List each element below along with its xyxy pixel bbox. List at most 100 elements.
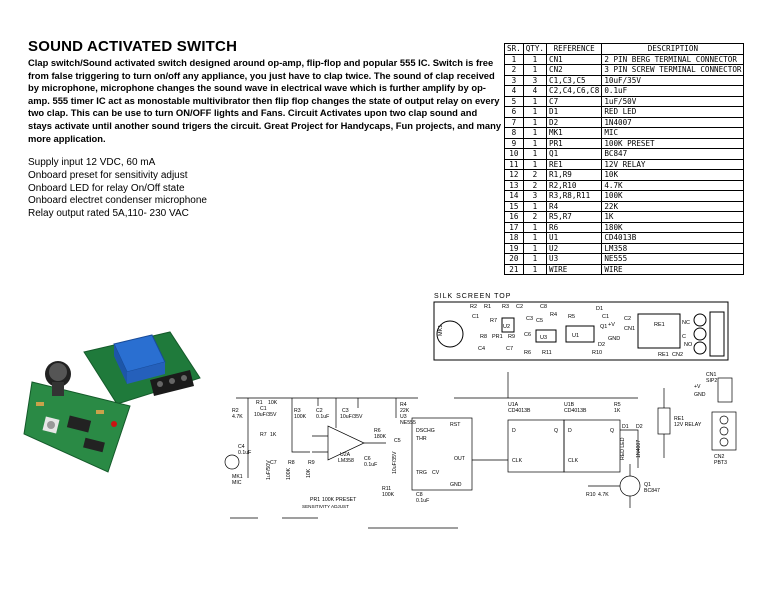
r6-label: R6 — [524, 350, 531, 356]
ff1-clk-pin: CLK — [512, 458, 523, 464]
cell-description: NE555 — [601, 253, 745, 265]
cell-reference: RE1 — [546, 158, 603, 170]
r1-label: R1 — [484, 304, 491, 310]
led — [111, 421, 117, 427]
r1-value: 10K — [268, 400, 278, 406]
r4-label: R4 — [550, 312, 557, 318]
c4-value: 0.1uF — [238, 450, 251, 456]
gnd-label: GND — [608, 336, 620, 342]
r7-value: 1K — [270, 432, 277, 438]
spec-item: Supply input 12 VDC, 60 mA — [28, 157, 156, 168]
c3-label: C3 — [342, 408, 349, 414]
cell-sr: 3 — [504, 74, 524, 86]
pbt3-label: PBT3 — [714, 460, 727, 466]
u1-label: U1 — [572, 333, 579, 339]
r2-label: R2 — [232, 408, 239, 414]
c7-value: 1uF/50V — [266, 460, 272, 480]
r7-label: R7 — [260, 432, 267, 438]
terminal-screw — [693, 327, 707, 341]
cell-sr: 9 — [504, 137, 524, 149]
r3-label: R3 — [502, 304, 509, 310]
c5-label: C5 — [394, 438, 401, 444]
cell-description: BC847 — [601, 148, 745, 160]
sensitivity-label: SENSITIVITY ADJUST — [302, 504, 349, 509]
c3-value: 10uF/35V — [340, 414, 363, 420]
c4-label: C4 — [238, 444, 245, 450]
column-header-qty: QTY. — [522, 43, 548, 55]
cell-reference: R1,R9 — [546, 169, 603, 181]
cell-description: 180K — [601, 221, 745, 233]
d1-label: D1 — [622, 424, 629, 430]
c1-value: 10uF/35V — [254, 412, 277, 418]
ic-chip — [66, 415, 92, 433]
r5-value: 1K — [614, 408, 621, 414]
r4-label: R4 — [400, 402, 407, 408]
spec-item: Relay output rated 5A,110- 230 VAC — [28, 208, 189, 220]
c8-label: C8 — [416, 492, 423, 498]
re1-value: 12V RELAY — [674, 422, 702, 428]
cell-sr: 19 — [504, 242, 524, 254]
cell-reference: U1 — [546, 232, 603, 244]
c2-label: C2 — [516, 304, 523, 310]
cn1-label: CN1 — [706, 372, 716, 378]
cell-description: WIRE — [601, 263, 745, 275]
d1-value: RED LED — [620, 437, 626, 460]
cell-reference: R3,R8,R11 — [546, 190, 603, 202]
plus-v-label: +V — [694, 384, 701, 390]
product-photo — [23, 331, 201, 473]
mic-label: MIC — [232, 480, 242, 486]
d2-label: D2 — [598, 342, 605, 348]
cell-description: 1K — [601, 211, 745, 223]
r6-label: R6 — [374, 428, 381, 434]
cell-qty: 1 — [522, 232, 548, 244]
c8-value: 0.1uF — [416, 498, 429, 504]
u1b-label: U1B — [564, 402, 575, 408]
c7-label: C7 — [506, 346, 513, 352]
u3-part: NE555 — [400, 420, 416, 426]
cell-qty: 1 — [522, 263, 548, 275]
cell-description: 10K — [601, 169, 745, 181]
r10-label: R10 — [586, 492, 596, 498]
r11-label: R11 — [382, 486, 391, 492]
r9-value: 10K — [306, 468, 312, 478]
cell-description: 3 PIN SCREW TERMINAL CONNECTOR — [601, 64, 745, 76]
silkscreen-heading: SILK SCREEN TOP — [434, 293, 511, 300]
cell-sr: 2 — [504, 64, 524, 76]
nc-label: NC — [682, 320, 690, 326]
cell-qty: 2 — [522, 179, 548, 191]
c5-label: C5 — [536, 318, 543, 324]
cell-sr: 4 — [504, 85, 524, 97]
r11-label: R11 — [542, 350, 552, 356]
cv-pin: CV — [432, 470, 440, 476]
cell-description: 100K — [601, 190, 745, 202]
r7-label: R7 — [490, 318, 497, 324]
cell-sr: 21 — [504, 263, 524, 275]
specification-list: Supply input 12 VDC, 60 mA Onboard prese… — [28, 157, 328, 221]
terminal-block — [709, 311, 725, 357]
ff2-q-pin: Q — [610, 428, 614, 434]
terminal-screw — [693, 313, 707, 327]
r1-label: R1 — [256, 400, 263, 406]
r9-label: R9 — [308, 460, 315, 466]
cell-qty: 1 — [522, 64, 548, 76]
r3-label: R3 — [294, 408, 301, 414]
cell-sr: 7 — [504, 116, 524, 128]
c6-value: 0.1uF — [364, 462, 377, 468]
cell-qty: 1 — [522, 106, 548, 118]
cell-sr: 14 — [504, 190, 524, 202]
cell-reference: C2,C4,C6,C8 — [546, 85, 603, 97]
pr1-label: PR1 — [310, 497, 320, 503]
r10-value: 4.7K — [598, 492, 609, 498]
cell-reference: Q1 — [546, 148, 603, 160]
